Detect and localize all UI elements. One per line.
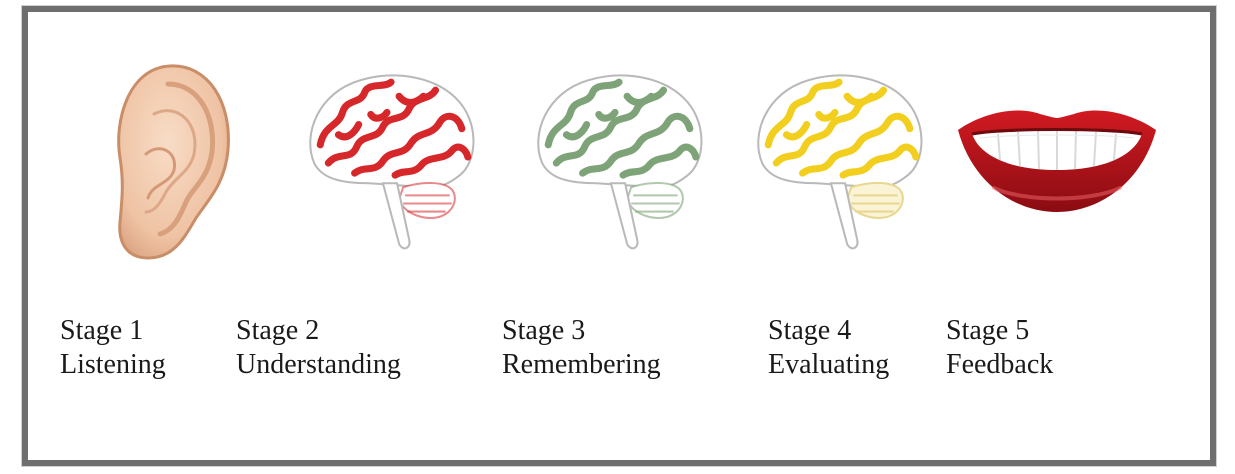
- mouth-icon: [958, 110, 1156, 212]
- stage-name: Remembering: [502, 349, 661, 380]
- stage-name: Evaluating: [768, 349, 890, 380]
- stage-number: Stage 4: [768, 315, 852, 346]
- stage-number: Stage 3: [502, 315, 586, 346]
- stage-2-label: Stage 2 Understanding: [236, 314, 401, 382]
- stage-3-label: Stage 3 Remembering: [502, 314, 661, 382]
- stage-4-label: Stage 4 Evaluating: [768, 314, 889, 382]
- ear-icon: [117, 64, 230, 260]
- brain-icon-evaluating: [757, 74, 923, 250]
- stage-number: Stage 1: [60, 315, 144, 346]
- stage-1-label: Stage 1 Listening: [60, 314, 166, 382]
- stage-5-label: Stage 5 Feedback: [946, 314, 1053, 382]
- brain-icon-understanding: [309, 74, 475, 250]
- stage-number: Stage 5: [946, 315, 1030, 346]
- stage-name: Listening: [60, 349, 166, 380]
- stage-name: Understanding: [236, 349, 401, 380]
- brain-icon-remembering: [537, 74, 703, 250]
- stage-number: Stage 2: [236, 315, 320, 346]
- stage-name: Feedback: [946, 349, 1054, 380]
